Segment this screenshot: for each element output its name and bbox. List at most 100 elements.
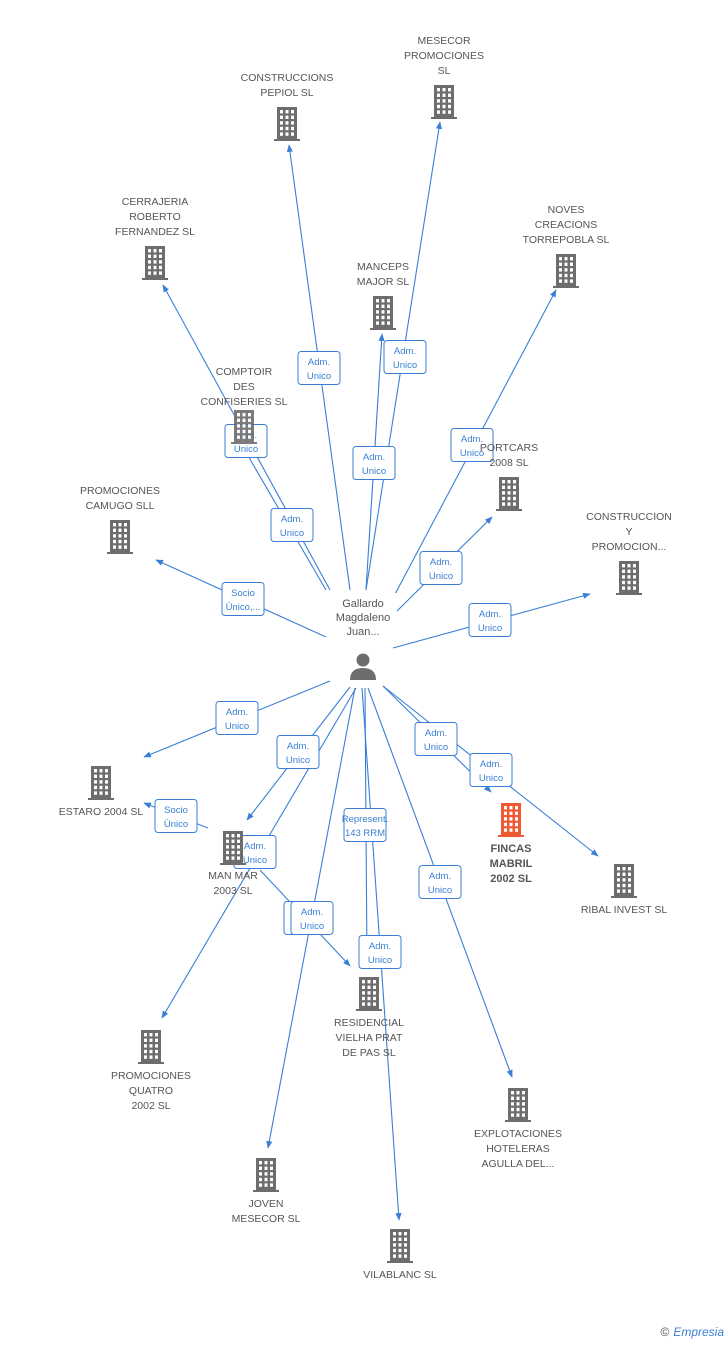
company-label: CONSTRUCCION	[586, 511, 672, 523]
copyright-icon: ©	[660, 1325, 670, 1339]
company-label: MESECOR	[417, 35, 471, 47]
building-icon	[611, 864, 637, 898]
edge-label-text: Único	[164, 819, 188, 830]
company-node-c18[interactable]: VILABLANC SL	[363, 1229, 437, 1281]
edge-label-text: Unico	[460, 448, 484, 459]
building-icon	[231, 410, 257, 444]
person-name: Magdaleno	[336, 612, 390, 624]
building-icon	[498, 803, 524, 837]
company-label: CERRAJERIA	[122, 196, 189, 208]
company-label: FERNANDEZ SL	[115, 226, 195, 238]
edge-label-text: Adm.	[430, 557, 452, 568]
company-label: CREACIONS	[535, 219, 597, 231]
edge-label-c9[interactable]: Adm.Unico	[468, 603, 512, 637]
edge-label-c6[interactable]: Adm. Unico	[270, 508, 314, 542]
building-icon	[496, 477, 522, 511]
edge-label-c11[interactable]: Adm. Unico	[276, 735, 320, 769]
company-label: CONSTRUCCIONS	[241, 72, 334, 84]
edge-label-c8[interactable]: SocioÚnico,...	[221, 582, 265, 616]
company-label: PROMOCIONES	[404, 50, 484, 62]
person-label-bg	[329, 593, 397, 641]
company-label: CONFISERIES SL	[201, 396, 288, 408]
company-label: QUATRO	[129, 1085, 173, 1097]
edge-label-c18[interactable]: Adm.Unico	[358, 935, 402, 969]
edge-label-text: Unico	[479, 773, 503, 784]
company-node-c15[interactable]: PROMOCIONES QUATRO 2002 SL	[111, 1030, 191, 1112]
building-icon	[142, 246, 168, 280]
company-label: PEPIOL SL	[260, 87, 313, 99]
edge-label-text: Adm.	[461, 434, 483, 445]
edge-label-text: Unico	[428, 885, 452, 896]
company-label: ESTARO 2004 SL	[59, 806, 144, 818]
edge-label-c7[interactable]: Adm.Unico	[419, 551, 463, 585]
person-icon	[350, 653, 376, 680]
company-label: PROMOCIONES	[111, 1070, 191, 1082]
company-node-c10[interactable]: ESTARO 2004 SL	[59, 766, 144, 818]
company-node-c9[interactable]: CONSTRUCCIONYPROMOCION...	[586, 511, 672, 595]
company-label: AGULLA DEL...	[482, 1158, 555, 1170]
building-icon	[356, 977, 382, 1011]
company-label: Y	[625, 526, 632, 538]
building-icon	[387, 1229, 413, 1263]
edge-label-c10[interactable]: Adm.Unico	[215, 701, 259, 735]
building-icon	[616, 561, 642, 595]
edge-label-c1[interactable]: Adm.Unico	[383, 340, 427, 374]
building-icon	[138, 1030, 164, 1064]
company-label: MAJOR SL	[357, 276, 410, 288]
company-node-c5[interactable]: MANCEPS MAJOR SL	[357, 261, 410, 330]
edge-label-c2[interactable]: Adm.Unico	[297, 351, 341, 385]
edge-label-c12[interactable]: Adm.Unico	[414, 722, 458, 756]
edge-label-text: Unico	[286, 755, 310, 766]
company-label: SL	[438, 65, 451, 77]
edge-label-c14[interactable]: Represent.143 RRM	[342, 808, 388, 842]
edge-label-text: Unico	[300, 921, 324, 932]
edge-label-text: Unico	[368, 955, 392, 966]
company-node-c13[interactable]: RIBAL INVEST SL	[581, 864, 668, 916]
company-node-c2[interactable]: CONSTRUCCIONS PEPIOL SL	[241, 72, 334, 141]
edge-label-text: Adm.	[287, 741, 309, 752]
edge-label-text: Adm.	[281, 514, 303, 525]
company-label: EXPLOTACIONES	[474, 1128, 562, 1140]
person-name: Gallardo	[342, 598, 384, 610]
edge-label-text: Adm.	[479, 609, 501, 620]
edge-label-c5[interactable]: Adm.Unico	[352, 446, 396, 480]
company-label: PORTCARS	[480, 442, 538, 454]
edge-label-text: Adm.	[480, 759, 502, 770]
company-label: MAN MAR	[208, 870, 258, 882]
company-label: MANCEPS	[357, 261, 409, 273]
company-label: PROMOCIONES	[80, 485, 160, 497]
company-label: 2002 SL	[131, 1100, 170, 1112]
company-node-c1[interactable]: MESECOR PROMOCIONES SL	[404, 35, 484, 119]
company-node-c7[interactable]: PORTCARS 2008 SL	[480, 442, 538, 511]
company-label: MABRIL	[490, 858, 533, 870]
edge-label-c17[interactable]: Adm.Unico	[290, 901, 334, 935]
person-name: Juan...	[346, 626, 379, 638]
edge-label-text: Unico	[280, 528, 304, 539]
edge-label-c16[interactable]: Adm.Unico	[418, 865, 462, 899]
edge-label-text: 143 RRM	[345, 828, 385, 839]
company-label: VIELHA PRAT	[336, 1032, 403, 1044]
footer: ©Empresia	[660, 1325, 724, 1339]
company-label: 2008 SL	[489, 457, 528, 469]
edge-label-c13[interactable]: Adm. Unico	[469, 753, 513, 787]
company-label: VILABLANC SL	[363, 1269, 437, 1281]
company-label: DES	[233, 381, 255, 393]
edge-label-c15[interactable]: Adm.Unico	[233, 835, 277, 869]
nodes-layer: MESECOR PROMOCIONES SL CONSTRUCCIONS PEPIOL …	[59, 35, 672, 1281]
edge-label-text: Unico	[424, 742, 448, 753]
edge-label-c4[interactable]: Adm. Unico	[450, 428, 494, 462]
building-icon	[220, 831, 246, 865]
center-person[interactable]: GallardoMagdalenoJuan...	[329, 593, 397, 680]
brand-logo[interactable]: Empresia	[673, 1325, 724, 1339]
